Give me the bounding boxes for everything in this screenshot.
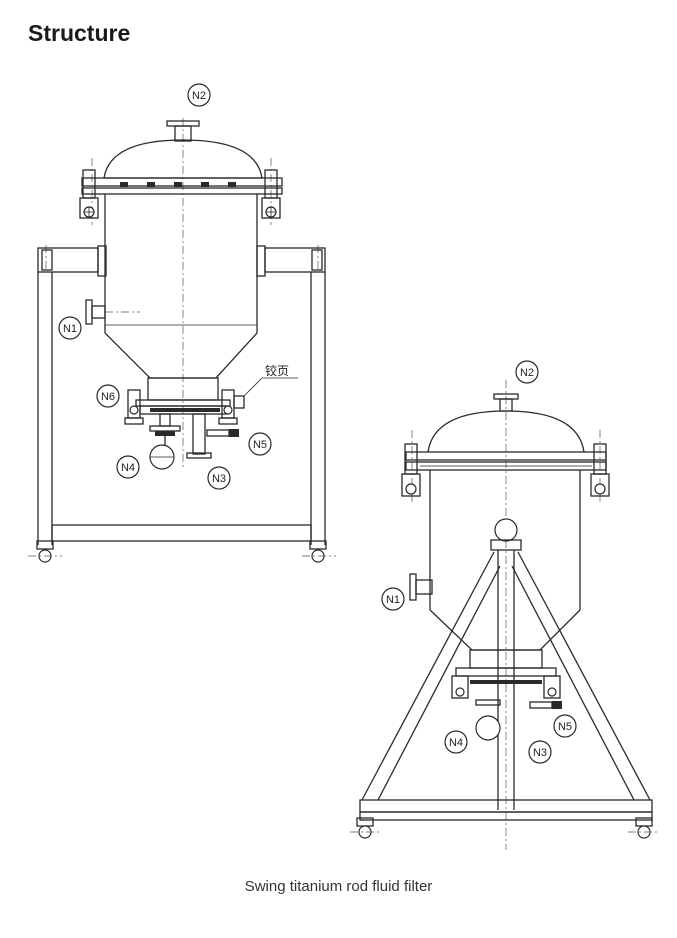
right-clamp-right [590, 443, 610, 497]
left-clamp-left [79, 169, 99, 219]
left-top-nozzle [174, 125, 192, 142]
right-n1-nozzle [409, 573, 433, 601]
right-bottom-assembly [451, 649, 562, 741]
left-n1-nozzle [85, 299, 140, 325]
svg-text:N2: N2 [192, 90, 206, 102]
svg-text:N2: N2 [520, 367, 534, 379]
left-dome-bolts [120, 182, 236, 187]
left-callout-n1: N1 [58, 316, 82, 340]
svg-text:N3: N3 [533, 747, 547, 759]
left-callout-n6: N6 [96, 384, 120, 408]
right-callout-n1: N1 [381, 587, 405, 611]
left-clamp-right [261, 169, 281, 219]
right-trunnion-block [490, 539, 522, 551]
right-clamp-left [401, 443, 421, 497]
left-callout-n2: N2 [187, 83, 211, 107]
right-a-frame [350, 550, 660, 839]
right-callout-n2: N2 [515, 360, 539, 384]
left-callout-n5: N5 [248, 432, 272, 456]
left-main-flange-bottom [81, 187, 283, 195]
right-callout-n5: N5 [553, 714, 577, 738]
left-trunnion-r [256, 245, 266, 277]
left-view: N2 N1 N6 N5 N4 N3 铰页 [28, 83, 336, 563]
svg-text:N1: N1 [386, 594, 400, 606]
right-callout-n3: N3 [528, 740, 552, 764]
left-dome-head [103, 139, 263, 179]
right-dome-head [427, 410, 585, 453]
left-hinge-label: 铰页 [265, 363, 289, 378]
page-title: Structure [28, 20, 131, 46]
figure-caption: Swing titanium rod fluid filter [244, 878, 433, 895]
left-main-flange-top [81, 177, 283, 187]
svg-text:N5: N5 [558, 721, 572, 733]
right-trunnion [494, 518, 518, 542]
svg-text:N3: N3 [212, 473, 226, 485]
right-callout-n4: N4 [444, 730, 468, 754]
left-bottom-assembly [124, 377, 298, 470]
left-callout-n4: N4 [116, 455, 140, 479]
left-callout-n3: N3 [207, 466, 231, 490]
left-body-cone [104, 332, 258, 379]
svg-text:N4: N4 [449, 737, 463, 749]
svg-text:N4: N4 [121, 462, 135, 474]
svg-text:N5: N5 [253, 439, 267, 451]
right-view: N2 N1 N5 N4 N3 [350, 360, 660, 850]
left-frame [28, 247, 336, 563]
svg-text:N6: N6 [101, 391, 115, 403]
svg-text:N1: N1 [63, 323, 77, 335]
